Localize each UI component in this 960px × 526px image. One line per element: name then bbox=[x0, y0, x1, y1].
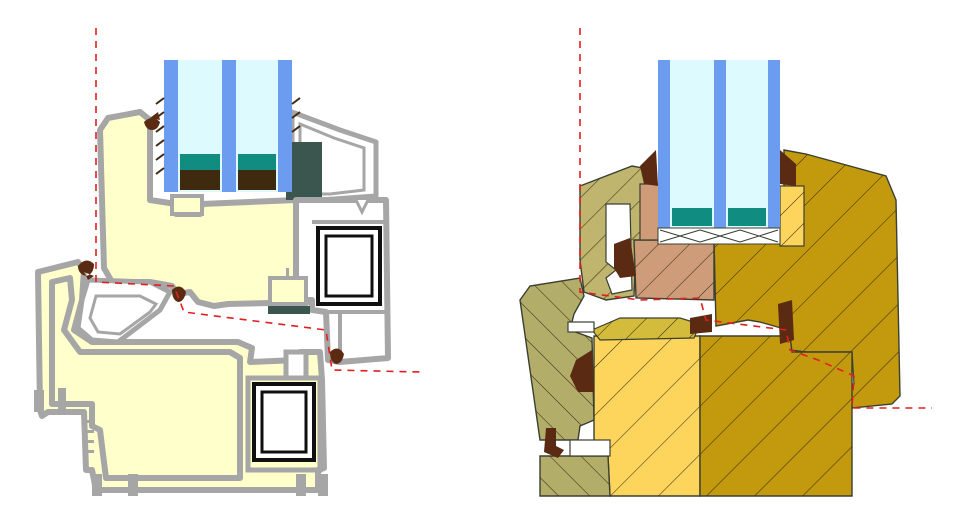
glazing-gasket-hatch bbox=[155, 97, 301, 175]
glass-spacer bbox=[728, 208, 766, 226]
glass-pane bbox=[768, 60, 780, 240]
glass-spacer bbox=[180, 154, 220, 170]
pvc-sash-foot bbox=[170, 194, 204, 216]
wood-frame-slot bbox=[567, 321, 595, 333]
wood-window-section bbox=[519, 28, 932, 497]
pvc-sash-rebate-chamber bbox=[88, 294, 159, 336]
wood-frame-sill-hatch bbox=[540, 456, 610, 496]
pvc-window-section bbox=[34, 28, 421, 496]
pvc-insulating-glass-unit bbox=[155, 60, 301, 192]
pvc-frame-teeth bbox=[86, 420, 94, 453]
gasket-weather bbox=[690, 314, 712, 334]
gasket-glazing-right bbox=[780, 150, 796, 186]
pvc-gaskets bbox=[78, 112, 344, 364]
wood-frame-dark-hatch bbox=[700, 336, 852, 496]
glass-setting-block-cross bbox=[659, 229, 779, 243]
glass-spacer bbox=[672, 208, 712, 226]
pvc-frame-foot bbox=[318, 474, 328, 496]
gasket-sill bbox=[544, 428, 564, 458]
gasket-outer bbox=[330, 348, 344, 364]
pvc-frame-foot bbox=[128, 474, 138, 496]
gasket-inner bbox=[778, 300, 794, 344]
gasket-glazing-left bbox=[640, 150, 658, 186]
wood-glazing-bead-hatch bbox=[780, 186, 804, 246]
gasket-frame-lower bbox=[570, 350, 594, 392]
glass-pane bbox=[222, 60, 236, 192]
pvc-frame-lip bbox=[34, 390, 44, 412]
pvc-frame-foot bbox=[296, 474, 306, 496]
wood-frame-light-hatch bbox=[594, 336, 700, 496]
gasket-inner-glazing bbox=[144, 112, 160, 130]
pvc-drip bbox=[354, 199, 370, 216]
wood-sash-inner-hatch bbox=[714, 150, 900, 408]
pvc-frame-steel-inner bbox=[260, 390, 308, 454]
glass-sealant bbox=[238, 170, 276, 190]
wood-frame-slot bbox=[569, 439, 611, 457]
pvc-sash-clip-teeth bbox=[286, 268, 297, 278]
glass-spacer bbox=[238, 154, 276, 170]
pvc-seal-line bbox=[95, 28, 421, 373]
wood-weather-strip-hatch bbox=[592, 318, 700, 340]
wood-gaskets bbox=[544, 150, 796, 458]
wood-sash-core-upper bbox=[639, 183, 661, 241]
pvc-frame-chamber bbox=[49, 275, 243, 481]
wood-seal-line bbox=[579, 28, 932, 409]
pvc-sash-clip bbox=[268, 276, 308, 306]
wood-insulating-glass-unit bbox=[657, 60, 781, 245]
pvc-frame-notch bbox=[283, 349, 309, 381]
gasket-rebate bbox=[172, 286, 186, 302]
glass-sealant bbox=[180, 170, 220, 190]
glass-pane bbox=[164, 60, 178, 192]
wood-sash-core-hatch bbox=[634, 240, 714, 300]
pvc-sash-steel-inner bbox=[324, 234, 374, 298]
gasket-sash-frame bbox=[78, 260, 94, 280]
pvc-sealing-tape bbox=[268, 306, 310, 314]
glass-pane bbox=[278, 60, 292, 192]
pvc-frame-lip bbox=[58, 388, 66, 412]
glass-pane bbox=[714, 60, 726, 240]
pvc-frame-foot bbox=[92, 474, 102, 496]
wood-frame-outer-hatch bbox=[520, 278, 594, 440]
glass-pane bbox=[658, 60, 670, 240]
gasket-sash-rebate bbox=[614, 238, 636, 278]
